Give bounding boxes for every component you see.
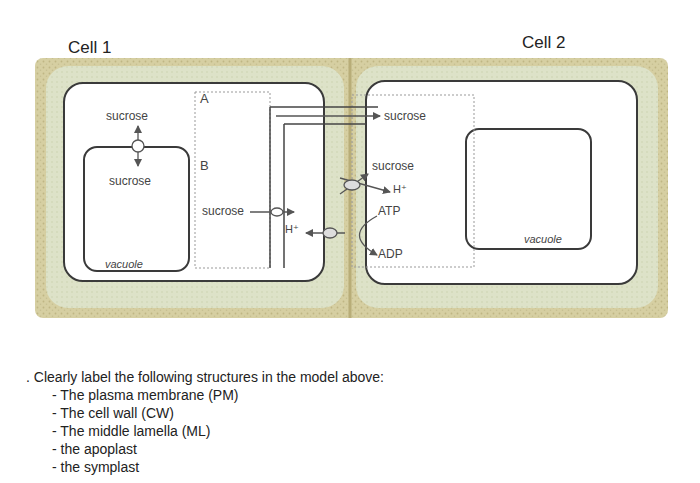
proton-pump-arrow	[306, 232, 345, 233]
region-letter: B	[200, 159, 209, 174]
region-letter: A	[200, 92, 209, 107]
transporter-symbol	[132, 140, 144, 152]
ion-label: H⁺	[285, 223, 299, 236]
symporter-arrow	[340, 174, 368, 194]
apoplast-boundary	[269, 107, 271, 268]
cell-heading: Cell 1	[68, 38, 111, 58]
plasmodesma-wall	[284, 123, 366, 125]
molecule-label: sucrose	[202, 205, 244, 219]
question-item: - The cell wall (CW)	[52, 405, 174, 421]
molecule-label: ADP	[378, 248, 403, 262]
plasma-membrane-cell: Cell 1sucrosevacuole	[63, 82, 325, 282]
cell-wall-inner	[46, 66, 344, 308]
transporter-symbol	[271, 208, 283, 216]
molecule-label: sucrose	[106, 110, 148, 124]
tonoplast-transport-arrow	[137, 126, 138, 166]
symplastic-arrow	[276, 115, 380, 116]
question-item: - the symplast	[52, 459, 139, 475]
vacuole: sucrose vacuole	[83, 146, 190, 272]
vacuole-label: vacuole	[524, 233, 562, 246]
molecule-label: sucrose	[109, 175, 151, 189]
efflux-arrow	[250, 211, 294, 212]
molecule-label: ATP	[378, 205, 400, 219]
question-item: - The plasma membrane (PM)	[52, 387, 238, 403]
question-text: . Clearly label the following structures…	[26, 369, 384, 385]
question-item: - The middle lamella (ML)	[52, 423, 210, 439]
molecule-label: sucrose	[372, 160, 414, 174]
dotted-region	[352, 95, 474, 267]
apoplast-boundary	[283, 124, 285, 268]
molecule-label: sucrose	[384, 110, 426, 124]
dotted-region	[195, 92, 270, 268]
cell-wall	[35, 58, 668, 318]
middle-lamella-line	[349, 58, 352, 318]
atp-hydrolysis-arrow	[360, 216, 378, 255]
symporter-arrow	[340, 178, 390, 192]
vacuole: vacuole	[465, 128, 592, 250]
proton-pump-symbol	[323, 228, 337, 238]
plasmodesma-wall	[270, 106, 378, 108]
cell-wall-inner	[356, 66, 658, 308]
ion-label: H⁺	[393, 183, 407, 196]
cell-heading: Cell 2	[522, 33, 565, 53]
symporter-symbol	[344, 180, 360, 190]
question-item: - the apoplast	[52, 441, 137, 457]
vacuole-label: vacuole	[105, 258, 143, 271]
